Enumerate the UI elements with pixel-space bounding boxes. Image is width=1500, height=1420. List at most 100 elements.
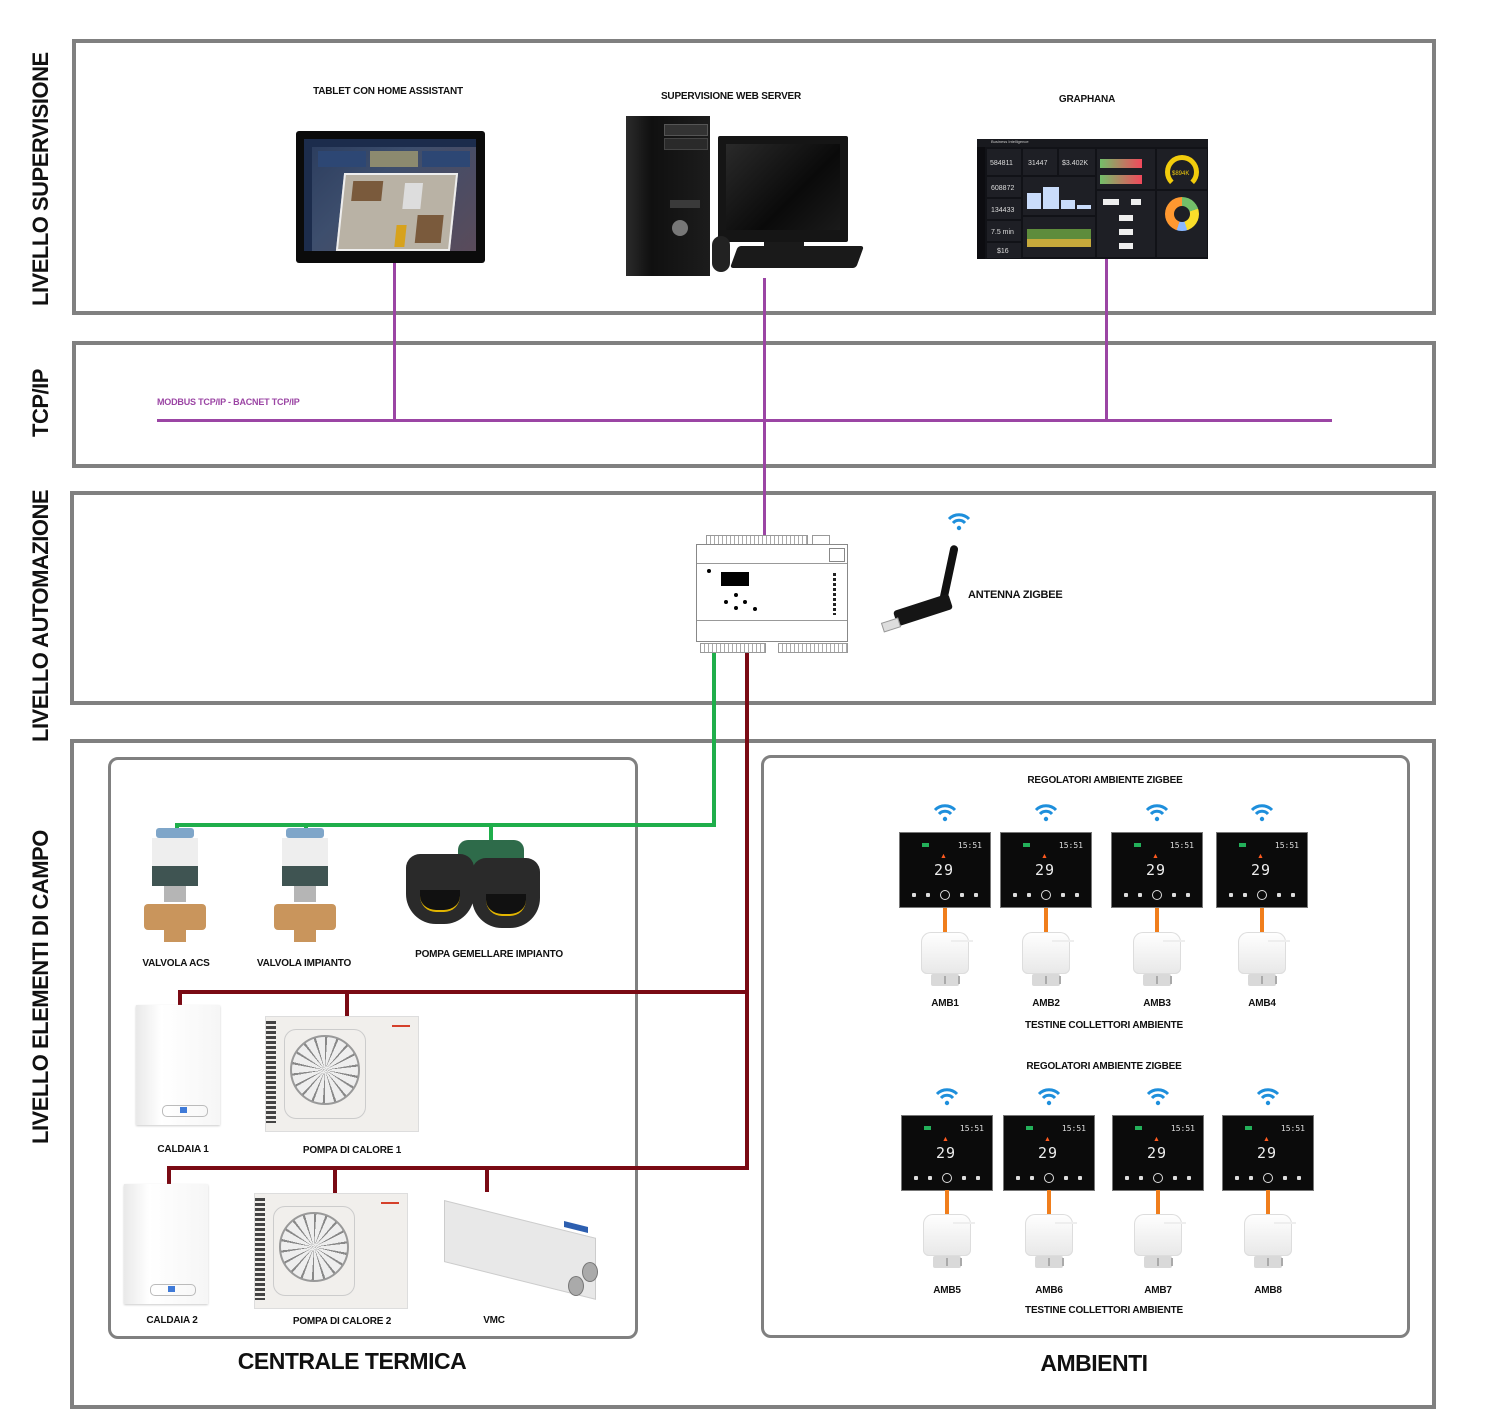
supervision-pc[interactable] [624, 116, 865, 280]
radiator-actuator[interactable] [923, 1214, 975, 1256]
boiler-2[interactable] [124, 1184, 208, 1304]
battery-icon [1023, 843, 1030, 847]
mode-button[interactable] [942, 1173, 952, 1183]
valve-impianto[interactable] [270, 828, 340, 956]
grafana-gauge-panel: $894K [1157, 149, 1207, 189]
fan-button[interactable] [1027, 893, 1031, 897]
grafana-stat-4: 608872 [987, 177, 1021, 197]
room-label: AMB4 [1248, 998, 1276, 1009]
mode-button[interactable] [1153, 1173, 1163, 1183]
fan-button[interactable] [1139, 1176, 1143, 1180]
radiator-actuator[interactable] [1133, 932, 1185, 974]
power-button[interactable] [1124, 893, 1128, 897]
down-button[interactable] [1187, 1176, 1191, 1180]
tablet-home-assistant[interactable] [296, 131, 485, 263]
power-button[interactable] [912, 893, 916, 897]
mode-button[interactable] [1257, 890, 1267, 900]
fan-button[interactable] [1030, 1176, 1034, 1180]
up-button[interactable] [1061, 893, 1065, 897]
room-thermostat[interactable]: 15:51 ▲ 29 [901, 1115, 993, 1191]
vmc-unit[interactable] [440, 1196, 600, 1306]
down-button[interactable] [1078, 1176, 1082, 1180]
flame-icon: ▲ [1153, 1136, 1160, 1143]
up-button[interactable] [1173, 1176, 1177, 1180]
down-button[interactable] [1291, 893, 1295, 897]
green-bus-line [175, 823, 716, 827]
plc-button-left[interactable] [724, 600, 728, 604]
thermostat-temperature: 29 [1146, 861, 1167, 879]
down-button[interactable] [974, 893, 978, 897]
heat-pump-2[interactable] [254, 1193, 408, 1309]
thermostat-clock: 15:51 [1061, 1124, 1086, 1133]
actuator-coupling [1035, 1256, 1064, 1268]
room-thermostat[interactable]: 15:51 ▲ 29 [1222, 1115, 1314, 1191]
radiator-actuator[interactable] [1022, 932, 1074, 974]
power-button[interactable] [1125, 1176, 1129, 1180]
plc-button-right[interactable] [743, 600, 747, 604]
thermostat-temperature: 29 [936, 1144, 957, 1162]
thermostat-clock: 15:51 [1058, 841, 1083, 850]
twin-pump[interactable] [400, 840, 550, 930]
up-button[interactable] [1277, 893, 1281, 897]
thermostat-buttons [1235, 1173, 1301, 1183]
room-label: AMB2 [1032, 998, 1060, 1009]
mode-button[interactable] [940, 890, 950, 900]
tablet-action-card [422, 151, 470, 167]
radiator-actuator[interactable] [1244, 1214, 1296, 1256]
radiator-actuator[interactable] [1025, 1214, 1077, 1256]
power-button[interactable] [914, 1176, 918, 1180]
plc-status-leds [833, 573, 836, 615]
power-button[interactable] [1013, 893, 1017, 897]
grafana-dashboard[interactable]: Business Intelligence 584811 31447 $3.40… [977, 139, 1208, 259]
down-button[interactable] [1075, 893, 1079, 897]
mode-button[interactable] [1152, 890, 1162, 900]
room-thermostat[interactable]: 15:51 ▲ 29 [1003, 1115, 1095, 1191]
flame-icon: ▲ [1044, 1136, 1051, 1143]
up-button[interactable] [1172, 893, 1176, 897]
room-thermostat[interactable]: 15:51 ▲ 29 [1216, 832, 1308, 908]
fan-button[interactable] [1243, 893, 1247, 897]
fan-button[interactable] [928, 1176, 932, 1180]
plc-button-up[interactable] [734, 593, 738, 597]
green-bus-valve2-drop [304, 823, 308, 831]
tablet-topbar [304, 139, 476, 147]
up-button[interactable] [960, 893, 964, 897]
valve-impianto-label: VALVOLA IMPIANTO [256, 958, 352, 969]
radiator-actuator[interactable] [1238, 932, 1290, 974]
room-thermostat[interactable]: 15:51 ▲ 29 [1111, 832, 1203, 908]
zigbee-wifi-icon [1250, 804, 1274, 822]
radiator-actuator[interactable] [921, 932, 973, 974]
zigbee-antenna[interactable] [880, 540, 970, 635]
grafana-flow-panel [1097, 191, 1155, 257]
pc-mouse [712, 236, 730, 272]
heat-pump-1[interactable] [265, 1016, 419, 1132]
mode-button[interactable] [1263, 1173, 1273, 1183]
room-thermostat[interactable]: 15:51 ▲ 29 [899, 832, 991, 908]
room-thermostat[interactable]: 15:51 ▲ 29 [1000, 832, 1092, 908]
mode-button[interactable] [1041, 890, 1051, 900]
up-button[interactable] [962, 1176, 966, 1180]
grafana-ethernet-drop [1105, 258, 1108, 421]
pc-tower [626, 116, 710, 276]
power-button[interactable] [1016, 1176, 1020, 1180]
up-button[interactable] [1064, 1176, 1068, 1180]
down-button[interactable] [976, 1176, 980, 1180]
down-button[interactable] [1186, 893, 1190, 897]
valve-acs[interactable] [140, 828, 210, 956]
room-thermostat[interactable]: 15:51 ▲ 29 [1112, 1115, 1204, 1191]
plc-button-down[interactable] [734, 606, 738, 610]
radiator-actuator[interactable] [1134, 1214, 1186, 1256]
fan-button[interactable] [926, 893, 930, 897]
up-button[interactable] [1283, 1176, 1287, 1180]
plc-controller[interactable] [696, 535, 850, 653]
fan-button[interactable] [1138, 893, 1142, 897]
power-button[interactable] [1235, 1176, 1239, 1180]
plc-button-enter[interactable] [753, 607, 757, 611]
mode-button[interactable] [1044, 1173, 1054, 1183]
fan-button[interactable] [1249, 1176, 1253, 1180]
power-button[interactable] [1229, 893, 1233, 897]
red-bus-vmc-drop [485, 1166, 489, 1192]
down-button[interactable] [1297, 1176, 1301, 1180]
regulators-label-group-2: REGOLATORI AMBIENTE ZIGBEE [1026, 1061, 1182, 1072]
boiler-1[interactable] [136, 1005, 220, 1125]
